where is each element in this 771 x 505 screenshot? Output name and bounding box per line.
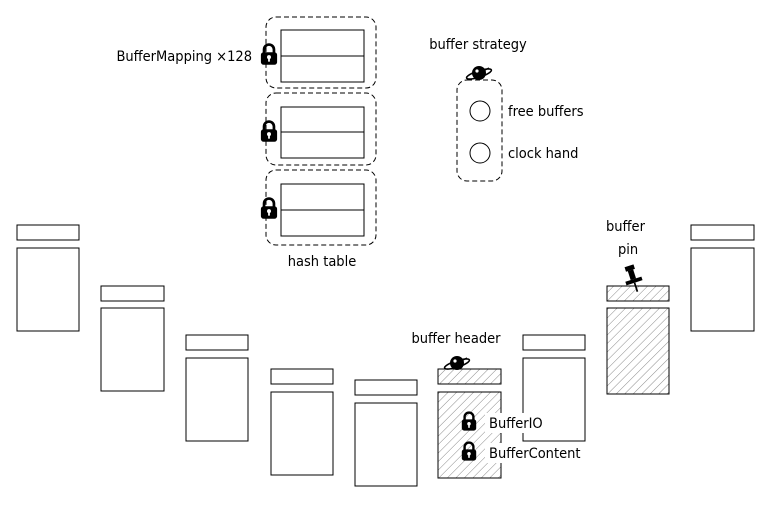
buffer-pin-label-line2: pin	[618, 242, 638, 258]
buffer-header	[185, 334, 249, 351]
lock-icon	[260, 197, 278, 220]
buffer-strategy-label: buffer strategy	[429, 37, 527, 53]
buffer-header	[522, 334, 586, 351]
hash-partition-1	[265, 16, 377, 89]
free-buffers-indicator	[469, 100, 491, 122]
buffer-header-highlighted	[437, 368, 502, 385]
buffer-page	[16, 247, 80, 332]
buffer-page	[354, 402, 418, 487]
hash-table: BufferMapping ×128 hash table	[116, 16, 377, 270]
lock-icon	[260, 43, 278, 66]
lock-icon	[260, 120, 278, 143]
free-buffers-label: free buffers	[508, 104, 584, 120]
buffer-header	[270, 368, 334, 385]
buffer-pin-annotation: buffer pin	[606, 219, 647, 293]
buffer-page	[690, 247, 755, 332]
buffer-header	[690, 224, 755, 241]
buffer-header-label: buffer header	[411, 331, 501, 347]
buffer-content-label: BufferContent	[489, 446, 580, 462]
buffer-page	[270, 391, 334, 476]
hash-table-label: hash table	[288, 254, 357, 270]
buffer-page-pinned	[606, 307, 670, 395]
hash-partition-3	[265, 169, 377, 246]
clock-hand-label: clock hand	[508, 146, 578, 162]
strategy-box	[456, 79, 503, 182]
buffer-page-highlighted	[437, 391, 502, 479]
buffer-page	[100, 307, 165, 392]
buffer-header-annotation: buffer header BufferIO BufferContent	[411, 331, 583, 463]
buffer-header	[100, 285, 165, 302]
buffer-page	[185, 357, 249, 442]
buffer-io-label: BufferIO	[489, 416, 543, 432]
buffer-mapping-label: BufferMapping ×128	[116, 49, 252, 65]
clock-hand-indicator	[469, 142, 491, 164]
buffer-header-pinned	[606, 285, 670, 302]
buffer-header	[354, 379, 418, 396]
hash-partition-2	[265, 92, 377, 166]
buffer-pool	[16, 224, 755, 487]
spinlock-icon	[465, 65, 493, 82]
buffer-pin-label-line1: buffer	[606, 219, 646, 235]
buffer-strategy: buffer strategy free buffers clock hand	[429, 37, 584, 182]
buffer-header	[16, 224, 80, 241]
